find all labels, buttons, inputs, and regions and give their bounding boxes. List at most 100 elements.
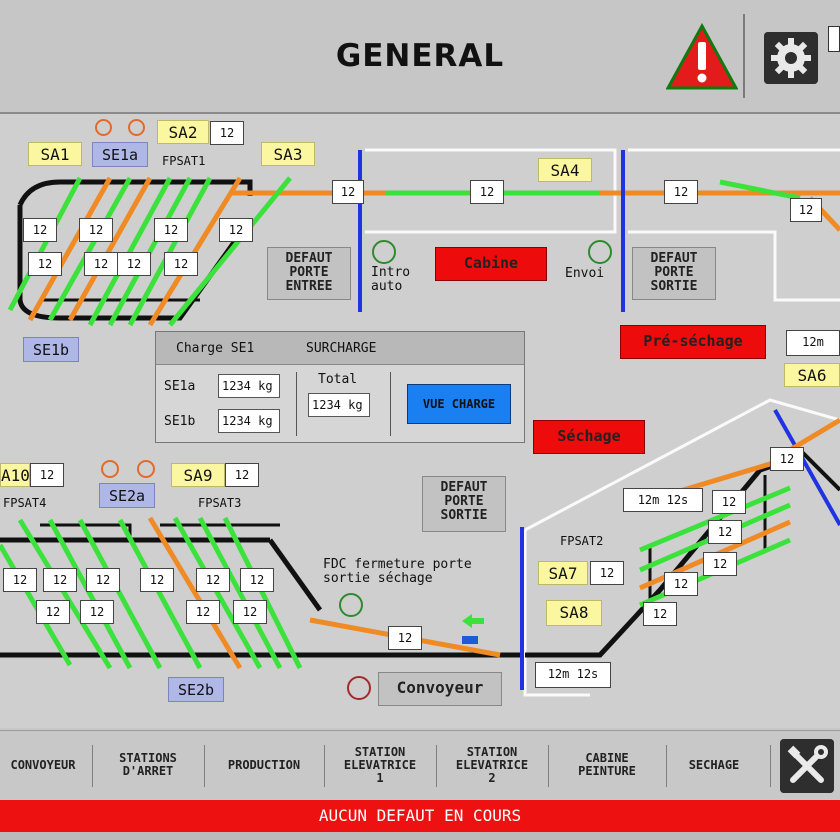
counter-sa9: 12 bbox=[225, 463, 259, 487]
vue-charge-button[interactable]: VUE CHARGE bbox=[407, 384, 511, 424]
station-sa8[interactable]: SA8 bbox=[546, 600, 602, 626]
station-sa9[interactable]: SA9 bbox=[171, 463, 225, 487]
station-sa3[interactable]: SA3 bbox=[261, 142, 315, 166]
surcharge-label: SURCHARGE bbox=[306, 341, 377, 356]
label-fpsat1: FPSAT1 bbox=[162, 154, 206, 168]
nav-separator bbox=[436, 745, 437, 787]
counter: 12 bbox=[36, 600, 70, 624]
synoptic-tracks bbox=[0, 148, 840, 697]
counter: 12 bbox=[28, 252, 62, 276]
header-bar: GENERAL bbox=[0, 0, 840, 114]
counter: 12 bbox=[703, 552, 737, 576]
station-se2b[interactable]: SE2b bbox=[168, 677, 224, 702]
nav-cabine-peinture[interactable]: CABINE PEINTURE bbox=[578, 751, 636, 778]
nav-stations-arret[interactable]: STATIONS D'ARRET bbox=[119, 751, 177, 778]
station-sa10[interactable]: A10 bbox=[0, 463, 30, 487]
timer-sa6: 12m bbox=[786, 330, 840, 356]
nav-station-elevatrice-2[interactable]: STATION ELEVATRICE 2 bbox=[455, 744, 529, 785]
station-se1b[interactable]: SE1b bbox=[23, 337, 79, 362]
label-intro-auto: Intro auto bbox=[371, 266, 410, 294]
bottom-strip bbox=[0, 832, 840, 840]
label-fpsat2: FPSAT2 bbox=[560, 534, 604, 548]
station-sa4[interactable]: SA4 bbox=[538, 158, 592, 182]
nav-convoyeur[interactable]: CONVOYEUR bbox=[10, 757, 76, 772]
gear-icon bbox=[764, 32, 818, 84]
fdc-line-2: sortie séchage bbox=[323, 571, 433, 586]
synoptic-area: SA1 SE1a SA2 12 FPSAT1 SA3 SA4 SE1b SA6 … bbox=[0, 114, 840, 728]
warning-triangle-icon[interactable] bbox=[665, 22, 739, 92]
page-title: GENERAL bbox=[335, 38, 505, 74]
fdc-line-1: FDC fermeture porte bbox=[323, 557, 472, 572]
defaut-porte-entree[interactable]: DEFAUT PORTE ENTREE bbox=[267, 247, 351, 300]
counter: 12 bbox=[86, 568, 120, 592]
tools-icon bbox=[780, 739, 834, 793]
defaut-porte-sortie-2[interactable]: DEFAUT PORTE SORTIE bbox=[422, 476, 506, 532]
timer-sa8: 12m 12s bbox=[535, 662, 611, 688]
counter: 12 bbox=[186, 600, 220, 624]
station-se1a[interactable]: SE1a bbox=[92, 142, 148, 167]
counter: 12 bbox=[140, 568, 174, 592]
charge-divider-2 bbox=[390, 372, 391, 436]
total-label: Total bbox=[318, 372, 358, 387]
header-corner-box bbox=[828, 26, 840, 52]
nav-separator bbox=[92, 745, 93, 787]
counter: 12 bbox=[332, 180, 364, 204]
settings-button[interactable] bbox=[764, 32, 818, 84]
station-sa2[interactable]: SA2 bbox=[157, 120, 209, 144]
station-se2a[interactable]: SE2a bbox=[99, 483, 155, 508]
counter: 12 bbox=[196, 568, 230, 592]
defaut-text: DEFAUT bbox=[285, 251, 333, 266]
lamp-convoyeur bbox=[347, 676, 371, 700]
counter-sa10: 12 bbox=[30, 463, 64, 487]
nav-sechage[interactable]: SECHAGE bbox=[688, 757, 740, 772]
lamp-se2a-1 bbox=[101, 460, 119, 478]
counter: 12 bbox=[164, 252, 198, 276]
status-bar: AUCUN DEFAUT EN COURS bbox=[0, 800, 840, 832]
counter: 12 bbox=[664, 180, 698, 204]
lamp-se1a-1 bbox=[95, 119, 112, 136]
tools-button[interactable] bbox=[780, 739, 834, 793]
nav-production[interactable]: PRODUCTION bbox=[227, 757, 301, 772]
defaut-porte-sortie-1[interactable]: DEFAUT PORTE SORTIE bbox=[632, 247, 716, 300]
station-sa1[interactable]: SA1 bbox=[28, 142, 82, 166]
counter: 12 bbox=[388, 626, 422, 650]
bottom-nav: CONVOYEUR STATIONS D'ARRET PRODUCTION ST… bbox=[0, 730, 840, 799]
entree-text: ENTREE bbox=[285, 279, 333, 294]
charge-se1-panel: Charge SE1 SURCHARGE SE1a 1234 kg SE1b 1… bbox=[155, 331, 525, 443]
label-fdc: FDC fermeture porte sortie séchage bbox=[323, 558, 472, 586]
counter: 12 bbox=[790, 198, 822, 222]
counter: 12 bbox=[219, 218, 253, 242]
charge-title: Charge SE1 bbox=[176, 341, 255, 356]
nav-station-elevatrice-1[interactable]: STATION ELEVATRICE 1 bbox=[343, 744, 417, 785]
se1a-label: SE1a bbox=[164, 379, 196, 394]
lamp-intro bbox=[372, 240, 396, 264]
porte-text: PORTE bbox=[289, 265, 329, 280]
se1a-weight: 1234 kg bbox=[218, 374, 280, 398]
pre-sechage-button[interactable]: Pré-séchage bbox=[620, 325, 766, 359]
station-sa7[interactable]: SA7 bbox=[538, 561, 588, 585]
label-fpsat3: FPSAT3 bbox=[198, 496, 242, 510]
counter: 12 bbox=[80, 600, 114, 624]
sechage-button[interactable]: Séchage bbox=[533, 420, 645, 454]
counter: 12 bbox=[43, 568, 77, 592]
lamp-fdc bbox=[339, 593, 363, 617]
cabine-button[interactable]: Cabine bbox=[435, 247, 547, 281]
se1b-weight: 1234 kg bbox=[218, 409, 280, 433]
defaut-text: DEFAUT bbox=[650, 251, 698, 266]
nav-separator bbox=[666, 745, 667, 787]
counter: 12 bbox=[117, 252, 151, 276]
nav-separator bbox=[324, 745, 325, 787]
counter: 12 bbox=[79, 218, 113, 242]
charge-panel-header: Charge SE1 SURCHARGE bbox=[156, 332, 524, 365]
auto-text: auto bbox=[371, 279, 403, 294]
convoyeur-button[interactable]: Convoyeur bbox=[378, 672, 502, 706]
sortie-text: SORTIE bbox=[440, 508, 488, 523]
station-sa6[interactable]: SA6 bbox=[784, 363, 840, 387]
timer-elevator-top: 12m 12s bbox=[623, 488, 703, 512]
se1b-label: SE1b bbox=[164, 414, 196, 429]
nav-separator bbox=[204, 745, 205, 787]
charge-divider-1 bbox=[296, 372, 297, 436]
nav-separator bbox=[770, 745, 771, 787]
label-envoi: Envoi bbox=[565, 266, 605, 281]
lamp-se2a-2 bbox=[137, 460, 155, 478]
